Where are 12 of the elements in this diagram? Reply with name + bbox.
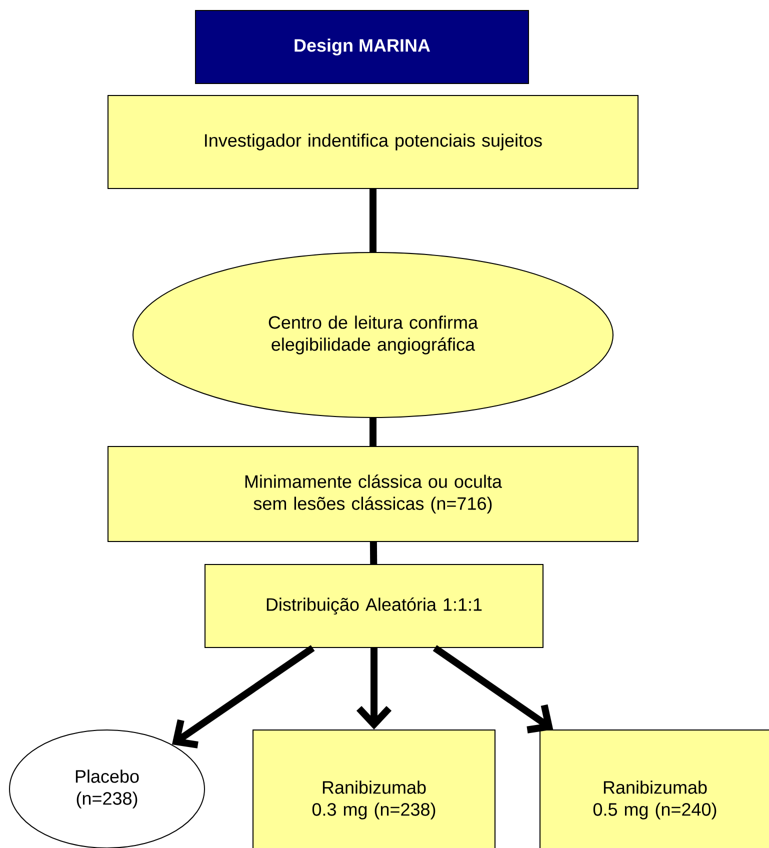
process-box: Investigador indentifica potenciais sujeitos [108,95,638,189]
process-box: Ranibizumab 0.3 mg (n=238) [252,730,496,848]
process-box: Minimamente clássica ou oculta sem lesões clássicas (n=716) [108,446,638,542]
connector-line [370,418,376,446]
connector-line [370,189,376,252]
title-box: Design MARINA [195,10,529,84]
process-box: Distribuição Aleatória 1:1:1 [204,564,544,648]
arrow [172,645,315,748]
connector-line [370,542,378,564]
process-box: Ranibizumab 0.5 mg (n=240) [540,730,769,848]
arrow [356,648,392,730]
arrow [432,645,554,734]
